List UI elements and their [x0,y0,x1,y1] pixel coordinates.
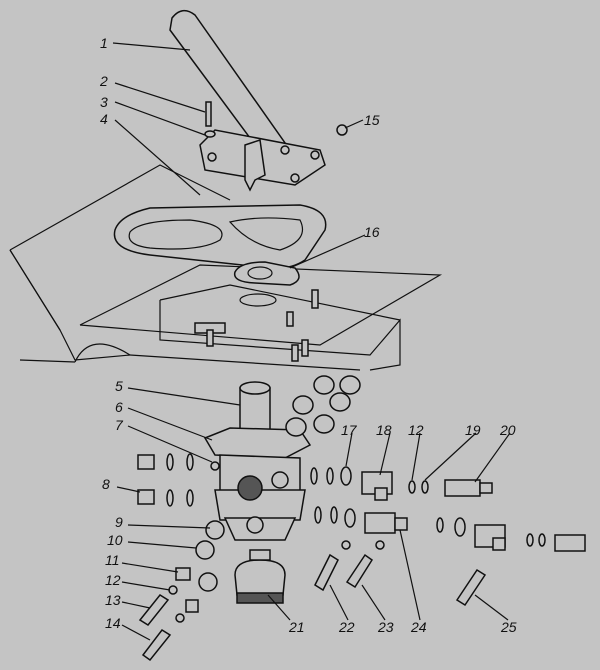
callout-4: 4 [100,111,108,127]
seal-plate-16 [233,261,300,307]
silencer-21 [234,549,286,604]
callout-14: 14 [105,615,121,631]
callout-15: 15 [364,112,380,128]
callout-25: 25 [500,619,517,635]
callout-18: 18 [376,422,392,438]
callout-22: 22 [338,619,355,635]
callout-6: 6 [115,399,123,415]
callout-12-left: 12 [105,572,121,588]
brake-lever [169,9,348,192]
floor-bolts [194,289,319,362]
brake-valve-body [203,381,312,541]
callout-labels: 1 2 3 4 15 16 5 6 7 8 9 10 11 12 13 14 1… [99,35,517,635]
callout-11: 11 [105,552,120,568]
callout-16: 16 [364,224,380,240]
callout-5: 5 [115,378,123,394]
mounting-plate [113,204,327,270]
callout-8: 8 [102,476,110,492]
callout-23: 23 [377,619,394,635]
callout-9: 9 [115,514,123,530]
callout-10: 10 [107,532,123,548]
cab-floor-outline [9,164,443,371]
callout-7: 7 [115,417,124,433]
callout-12-right: 12 [408,422,424,438]
callout-3: 3 [100,94,108,110]
o-rings [137,375,546,592]
callout-19: 19 [465,422,481,438]
callout-2: 2 [99,73,108,89]
callout-20: 20 [499,422,516,438]
callout-17: 17 [341,422,358,438]
callout-13: 13 [105,592,121,608]
callout-1: 1 [100,35,108,51]
leader-lines [112,42,511,641]
callout-21: 21 [288,619,305,635]
callout-24: 24 [410,619,427,635]
fittings [138,471,586,662]
